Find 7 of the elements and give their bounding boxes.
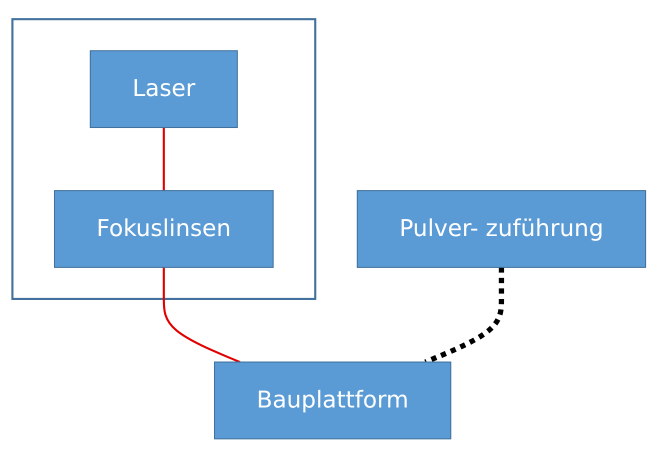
node-box: Pulver- zuführung [356,190,646,268]
cluster [11,18,316,300]
node-box: Fokuslinsen [54,190,274,268]
connector [162,128,165,191]
connector [162,267,240,364]
node-box: Laser [90,50,238,128]
node-box: Bauplattform [214,362,452,440]
